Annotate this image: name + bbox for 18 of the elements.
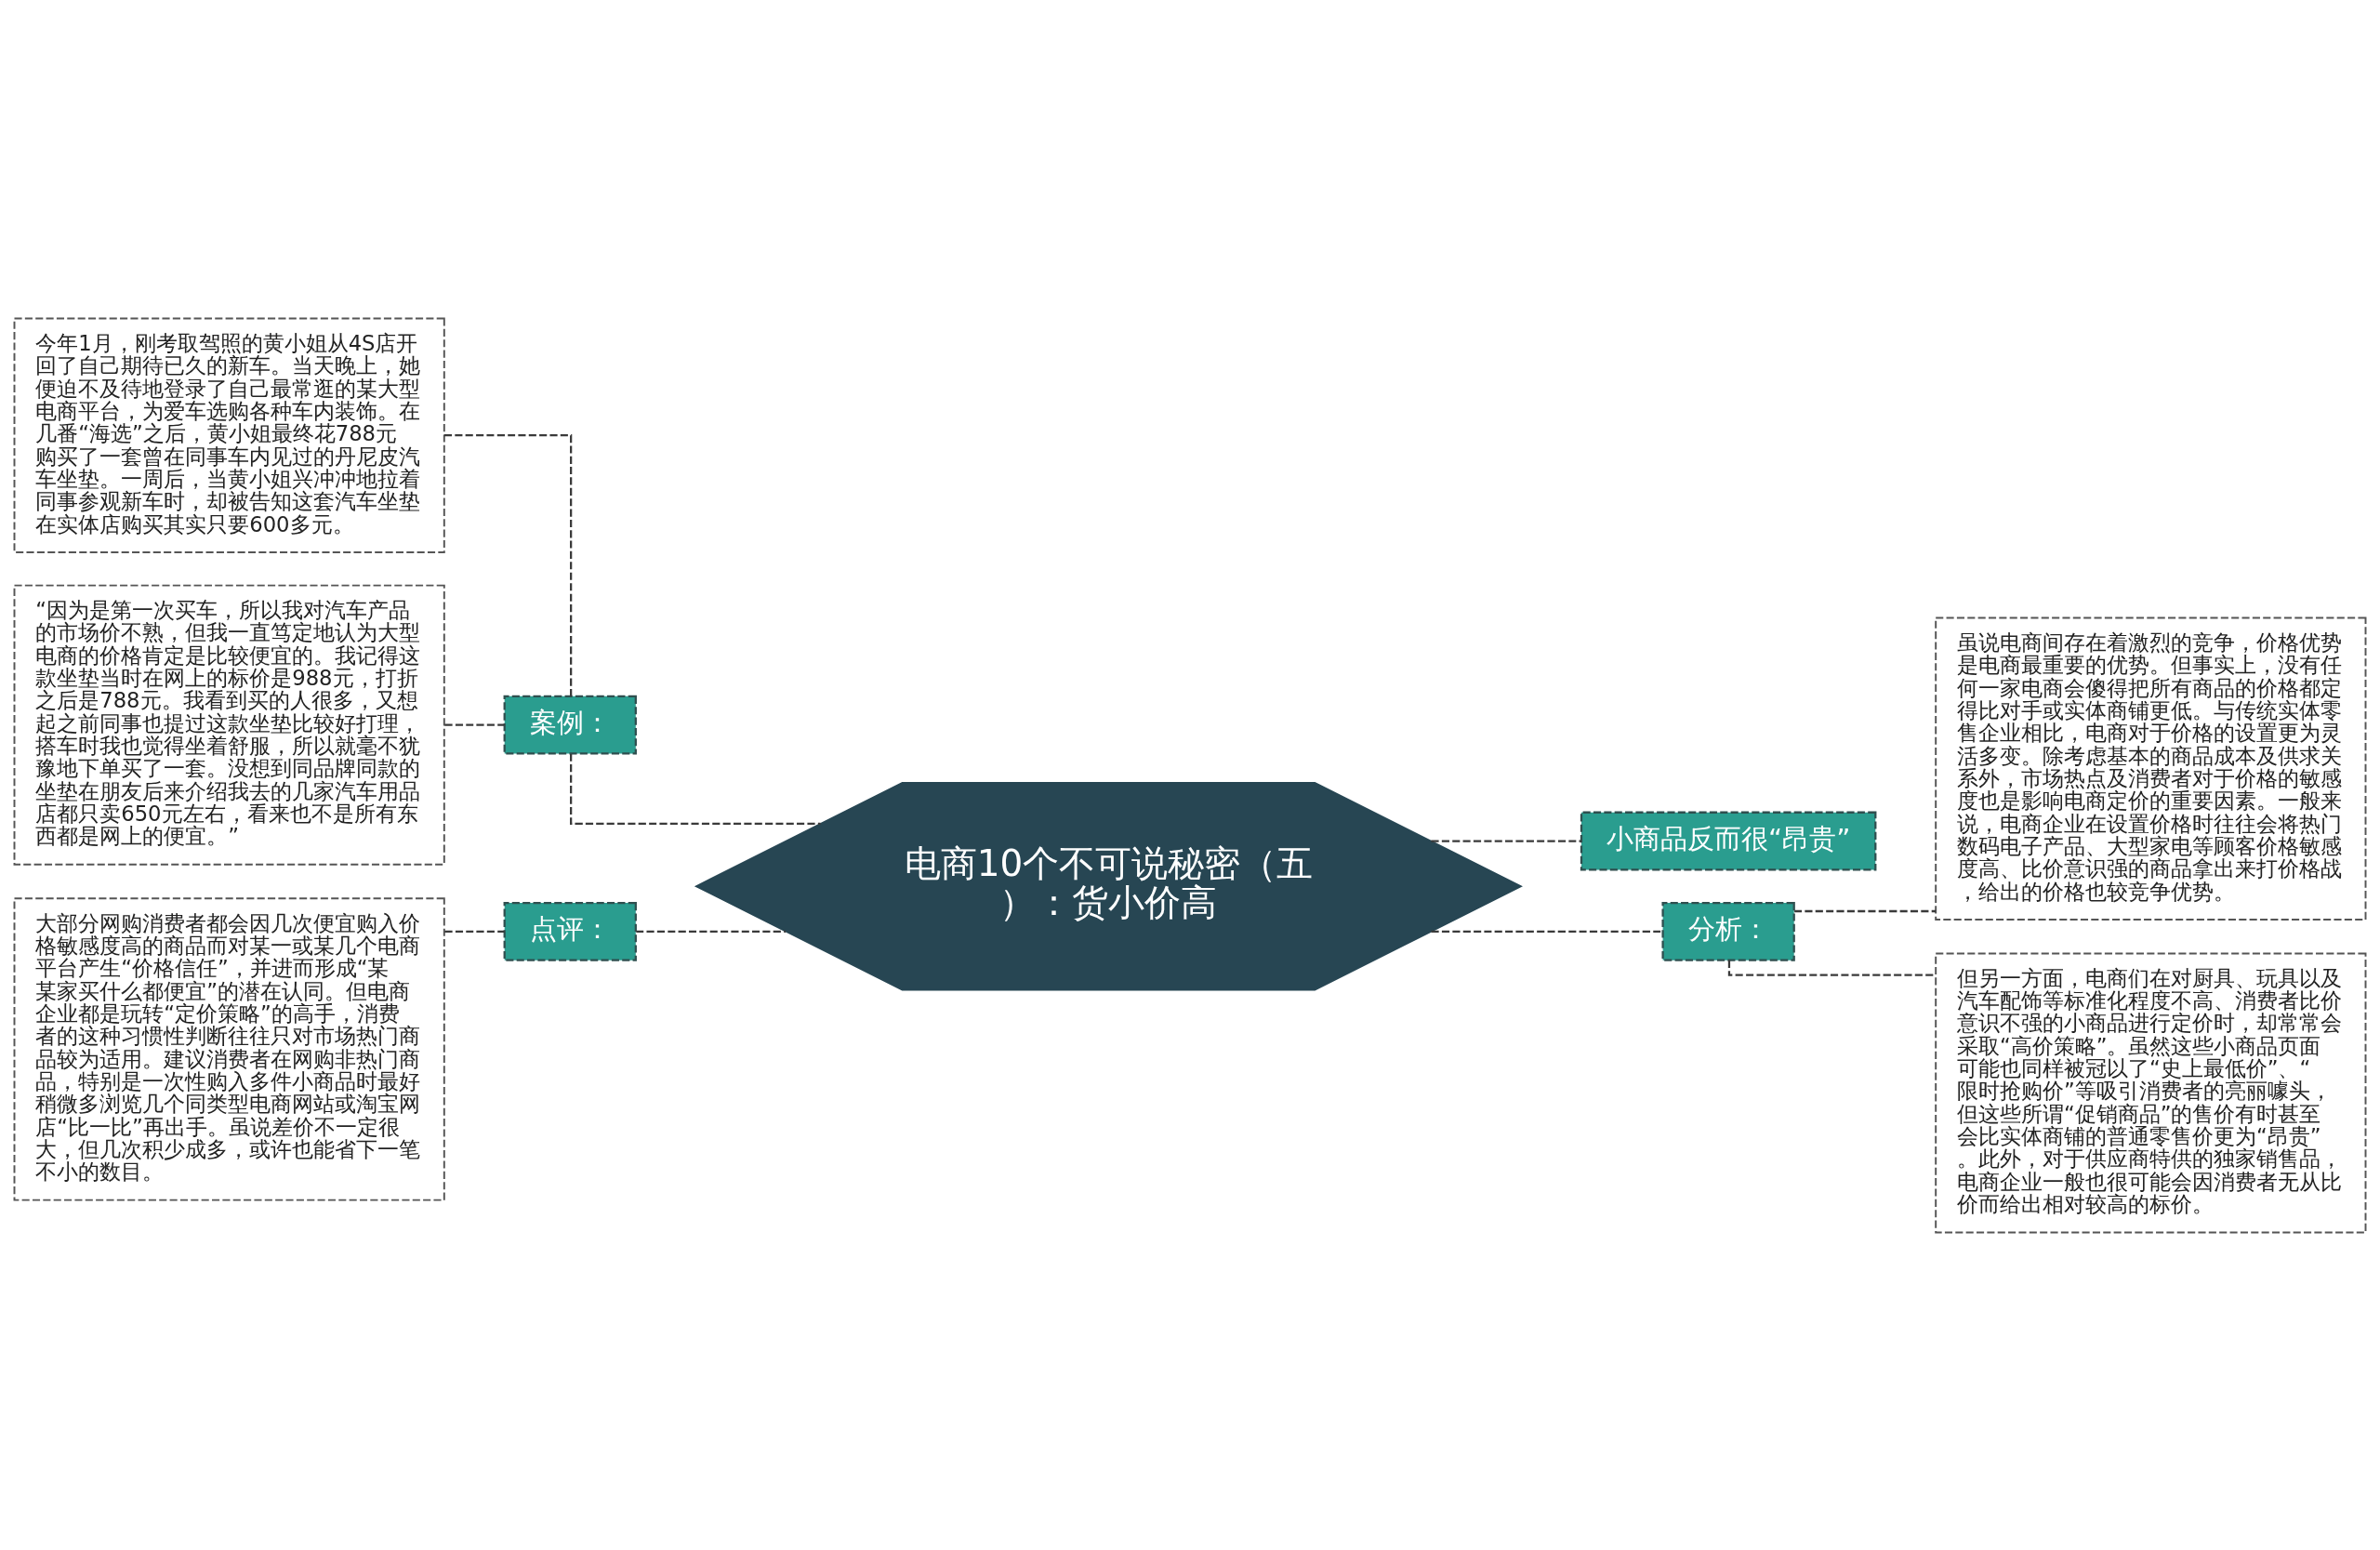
node-box: 但另一方面，电商们在对厨具、玩具以及汽车配饰等标准化程度不高、消费者比价意识不强的小商品进行定价时，却常常会采取“高价策略”。虽然这些小商品页面可能也同样被冠以了“史上最低价”、“限时抢购价”等吸引消费者的亮丽噱头，但这些所谓“促销商品”的售价有时甚至会比实体商铺的普通零售价更为“昂贵”。此外，对于供应商特供的独家销售品，电商企业一般也很可能会因消费者无从比价而给出相对较高的标价。 [1935, 951, 2367, 1233]
connector [444, 723, 505, 726]
connector [1727, 960, 1936, 976]
connector [1794, 909, 1937, 912]
node-box: 大部分网购消费者都会因几次便宜购入价格敏感度高的商品而对某一或某几个电商平台产生“价格信任”，并进而形成“某某家买什么都便宜”的潜在认同。但电商企业都是玩转“定价策略”的高手，消费者的这种习惯性判断往往只对市场热门商品较为适用。建议消费者在网购非热门商品，特别是一次性购入多件小商品时最好稍微多浏览几个同类型电商网站或淘宝网店“比一比”再出手。虽说差价不一定很大，但几次积少成多，或许也能省下一笔不小的数目。 [13, 896, 445, 1201]
node-box: 虽说电商间存在着激烈的竞争，价格优势是电商最重要的优势。但事实上，没有任何一家电商会傻得把所有商品的价格都定得比对手或实体商铺更低。与传统实体零售企业相比，电商对于价格的设置更为灵活多变。除考虑基本的商品成本及供求关系外，市场热点及消费者对于价格的敏感度也是影响电商定价的重要因素。一般来说，电商企业在设置价格时往往会将热门数码电子产品、大型家电等顾客价格敏感度高、比价意识强的商品拿出来打价格战，给出的价格也较竞争优势。 [1935, 616, 2367, 921]
node-box: 今年1月，刚考取驾照的黄小姐从4S店开回了自己期待已久的新车。当天晚上，她便迫不及待地登录了自己最常逛的某大型电商平台，为爱车选购各种车内装饰。在几番“海选”之后，黄小姐最终花788元购买了一套曾在同事车内见过的丹尼皮汽车坐垫。一周后，当黄小姐兴冲冲地拉着同事参观新车时，却被告知这套汽车坐垫在实体店购买其实只要600多元。 [13, 317, 445, 553]
connector [570, 753, 821, 825]
node-box: 点评： [503, 901, 637, 961]
node-box: 小商品反而很“昂贵” [1580, 811, 1877, 870]
node-box: 分析： [1661, 901, 1795, 961]
node-box: 案例： [503, 695, 637, 755]
node-box: “因为是第一次买车，所以我对汽车产品的市场价不熟，但我一直笃定地认为大型电商的价格肯定是比较便宜的。我记得这款坐垫当时在网上的标价是988元，打折之后是788元。我看到买的人很多，又想起之前同事也提过这款坐垫比较好打理，搭车时我也觉得坐着舒服，所以就毫不犹豫地下单买了一套。没想到同品牌同款的坐垫在朋友后来介绍我去的几家汽车用品店都只卖650元左右，看来也不是所有东西都是网上的便宜。” [13, 584, 445, 866]
connector [636, 930, 787, 933]
connector [443, 433, 573, 696]
connector [1431, 839, 1581, 842]
connector [444, 930, 505, 933]
connector [1431, 930, 1663, 933]
